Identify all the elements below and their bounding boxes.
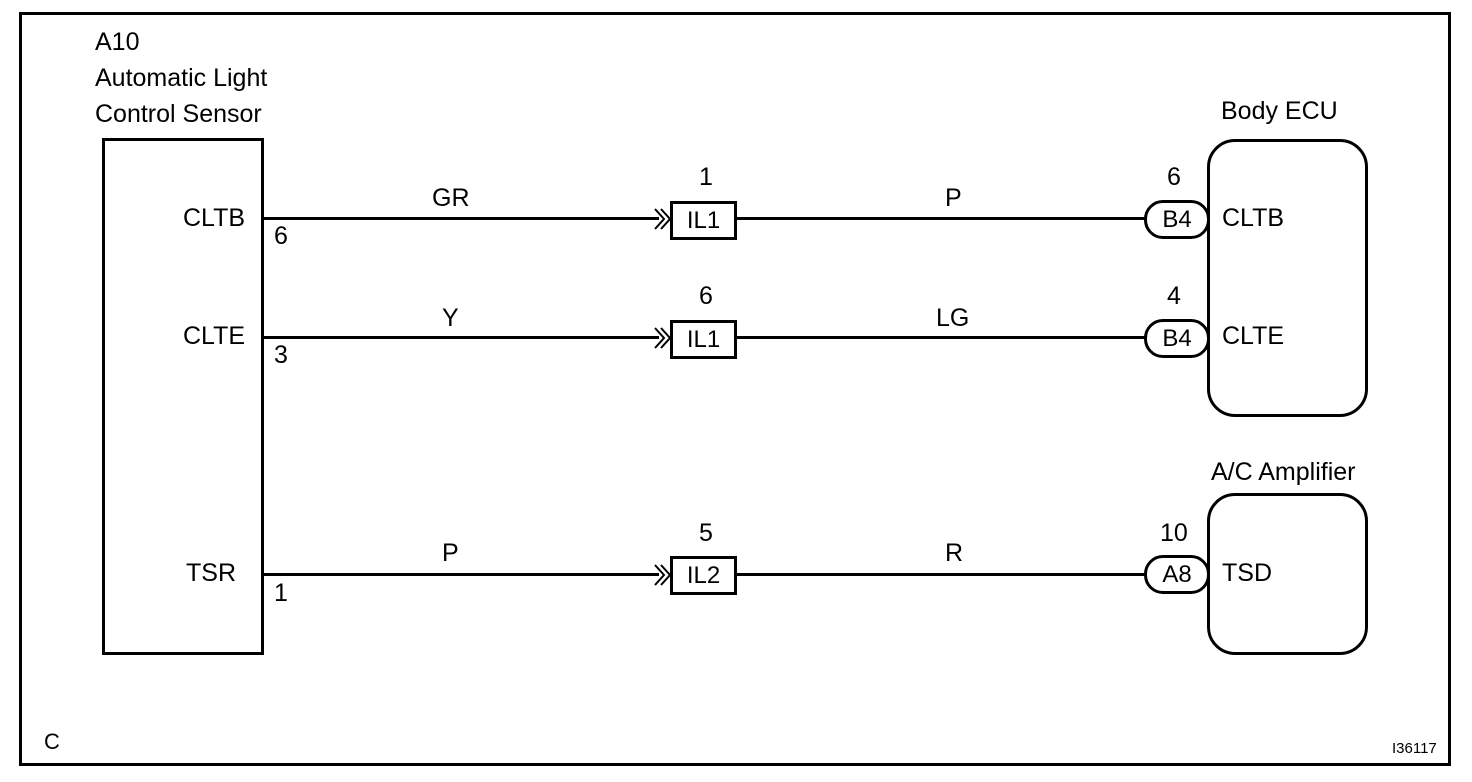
inline-connector: IL1 [670,320,737,359]
corner-letter: C [44,729,60,754]
wire-color-label: Y [442,304,459,332]
sensor-terminal-tsr: TSR [186,559,236,587]
ecu-connector: B4 [1144,319,1210,358]
wire-color-label: R [945,539,964,567]
sensor-pin-clte: 3 [274,341,288,369]
wire-color-label: P [442,539,459,567]
sensor-pin-cltb: 6 [274,222,288,250]
ecu-pin-number: 4 [1167,282,1181,310]
sensor-box [102,138,264,655]
ecu-connector: A8 [1144,555,1210,594]
sensor-name-line1: Automatic Light [95,64,268,92]
wire-color-label: GR [432,184,470,212]
inline-connector: IL2 [670,556,737,595]
sensor-name-line2: Control Sensor [95,100,262,128]
ac-amplifier-title: A/C Amplifier [1211,458,1356,486]
wire-color-label: LG [936,304,970,332]
sensor-pin-tsr: 1 [274,579,288,607]
ecu-connector: B4 [1144,200,1210,239]
figure-id: I36117 [1392,740,1437,757]
body-ecu-box [1207,139,1368,417]
sensor-terminal-cltb: CLTB [183,204,246,232]
connector-pin-number: 1 [699,163,713,191]
wire-segment [736,217,1146,220]
diagram-frame [19,12,1451,766]
ecu-terminal-label: TSD [1222,559,1272,587]
ecu-terminal-label: CLTB [1222,204,1285,232]
wire-segment [736,336,1146,339]
ecu-pin-number: 6 [1167,163,1181,191]
body-ecu-title: Body ECU [1221,97,1338,125]
inline-connector: IL1 [670,201,737,240]
connector-pin-number: 5 [699,519,713,547]
wire-segment [264,217,659,220]
wire-segment [264,573,659,576]
ecu-pin-number: 10 [1160,519,1188,547]
ecu-terminal-label: CLTE [1222,322,1285,350]
ac-amplifier-box [1207,493,1368,655]
wire-segment [736,573,1146,576]
wire-color-label: P [945,184,962,212]
sensor-code: A10 [95,28,140,56]
wire-segment [264,336,659,339]
connector-pin-number: 6 [699,282,713,310]
sensor-terminal-clte: CLTE [183,322,246,350]
